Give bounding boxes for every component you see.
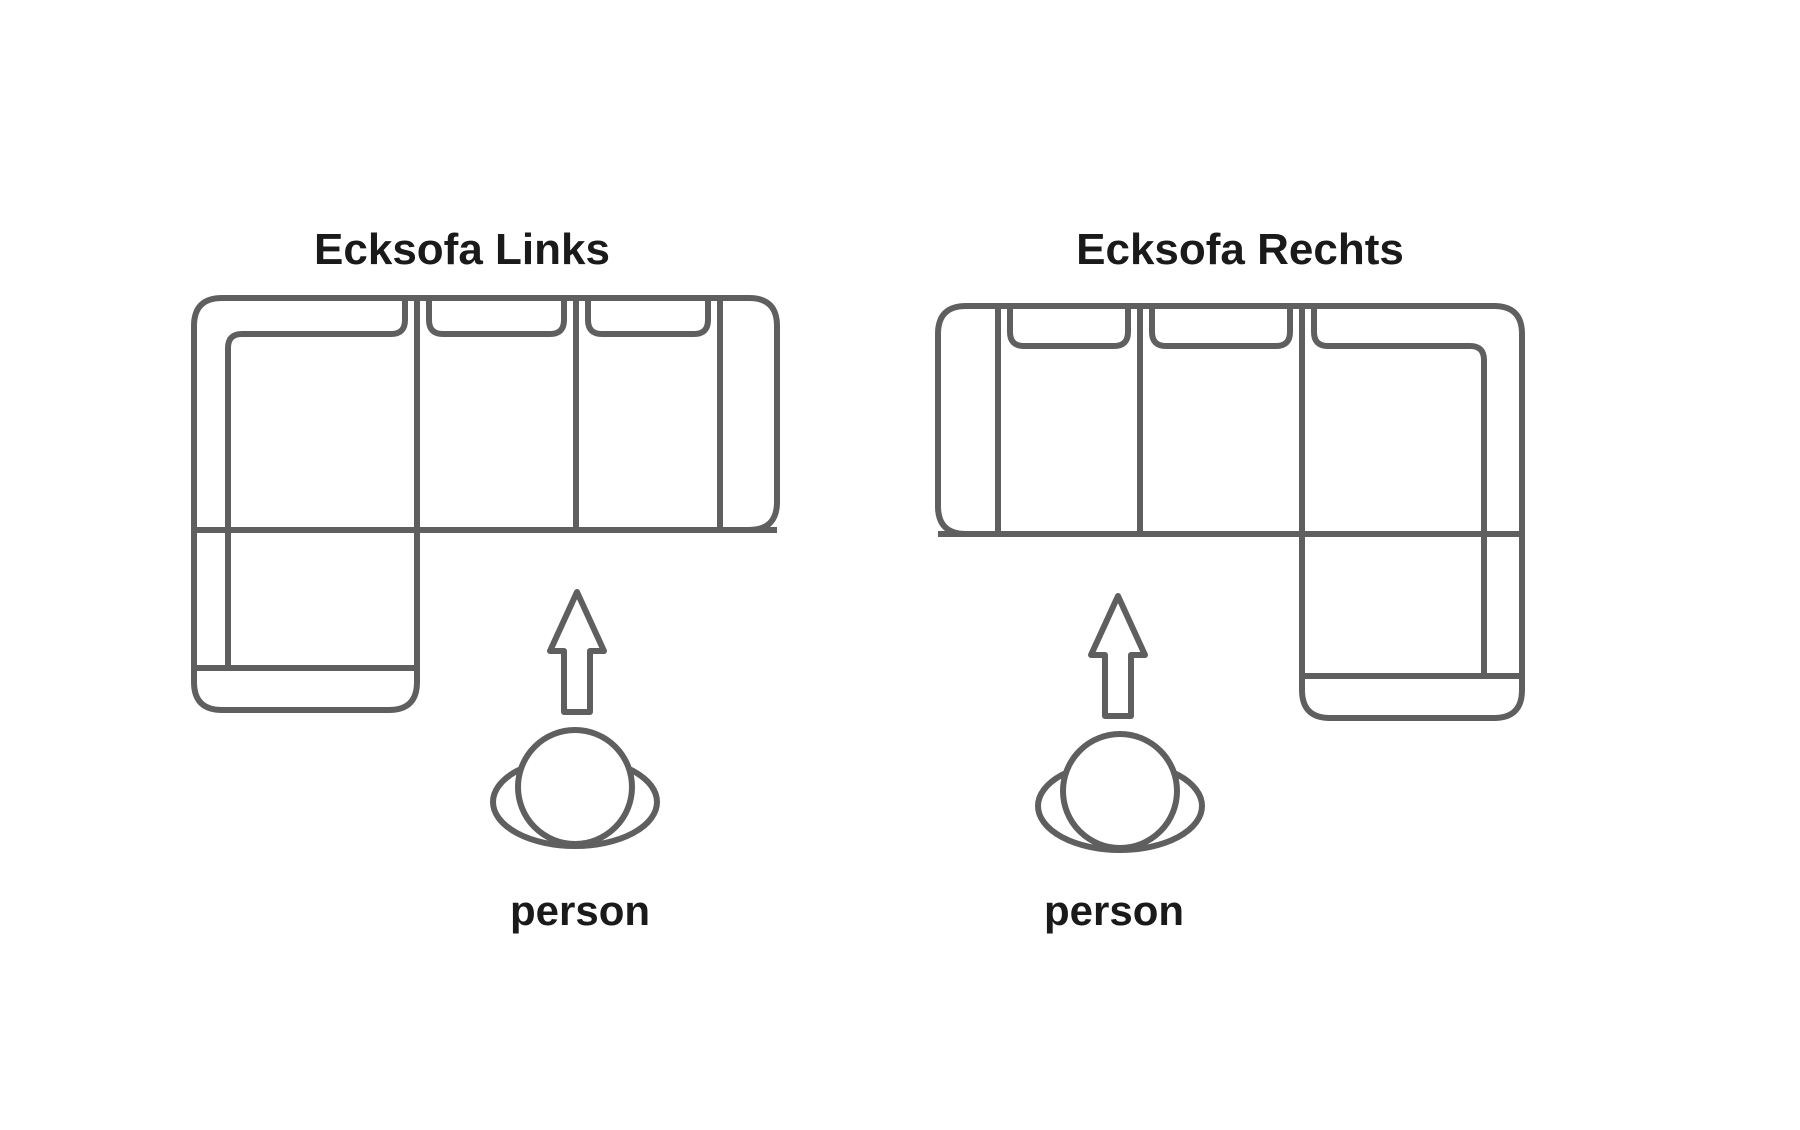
- back-cushion-2: [1149, 306, 1293, 349]
- person-label-right: person: [1044, 887, 1184, 934]
- ecksofa-rechts-title: Ecksofa Rechts: [1076, 225, 1404, 274]
- person-head: [1060, 731, 1180, 851]
- left-armrest-and-corner-cushion: [225, 298, 408, 668]
- corner-sofa-left-topview-icon: [191, 295, 780, 713]
- back-cushion-1: [1007, 306, 1131, 349]
- arrow-up-icon: [547, 589, 607, 715]
- corner-sofa-right-topview-icon: [935, 303, 1525, 721]
- back-cushion-3: [585, 298, 711, 337]
- figure-ecksofa-rechts: Ecksofa Rechts: [935, 225, 1525, 934]
- person-topview-icon: [1035, 731, 1205, 853]
- arrow-up-icon: [1088, 593, 1148, 719]
- sofa-outline: [935, 303, 1525, 721]
- sofa-outline: [191, 295, 780, 713]
- person-head: [515, 727, 635, 847]
- arrow-outline: [1088, 593, 1148, 719]
- right-armrest-and-corner-cushion: [1311, 306, 1487, 676]
- figure-ecksofa-links: Ecksofa Links: [191, 225, 780, 934]
- ecksofa-links-title: Ecksofa Links: [314, 225, 610, 274]
- back-cushion-2: [426, 298, 567, 337]
- arrow-outline: [547, 589, 607, 715]
- person-label-left: person: [510, 887, 650, 934]
- person-topview-icon: [490, 727, 660, 849]
